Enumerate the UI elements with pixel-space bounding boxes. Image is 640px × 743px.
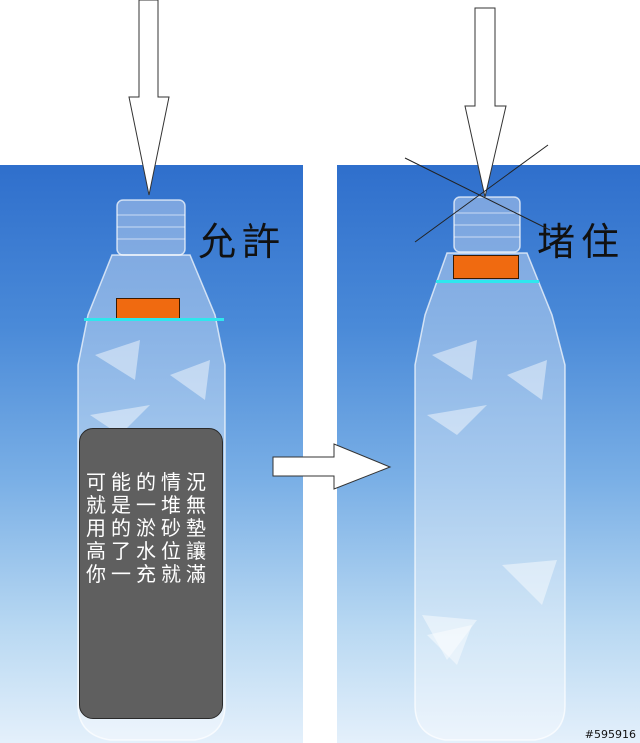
water-bottle-illustration — [414, 196, 566, 741]
plug-block-left — [116, 298, 180, 319]
waterline-right — [436, 280, 539, 283]
blocked-caption: 堵住 — [537, 220, 626, 264]
cross-mark-icon — [404, 144, 551, 243]
down-arrow-right-icon — [464, 7, 507, 198]
plug-block-right — [453, 255, 519, 279]
note-box: 可能的情況 就是一堆無 用的淤砂墊 高了水位讓 你一充就滿 — [79, 428, 223, 719]
left-photo-panel: 允許 可能的情況 就是一堆無 用的淤砂墊 高了水位讓 你一充就滿 — [0, 165, 303, 743]
right-photo-panel: 堵住 — [337, 165, 640, 743]
note-line: 高了水位讓 — [86, 539, 211, 563]
note-line: 用的淤砂墊 — [86, 516, 211, 540]
note-line: 你一充就滿 — [86, 562, 211, 586]
watermark: #595916 — [584, 728, 636, 741]
note-line: 就是一堆無 — [86, 493, 211, 517]
waterline-left — [84, 318, 224, 321]
right-arrow-icon — [272, 443, 392, 490]
note-line: 可能的情況 — [86, 470, 211, 494]
down-arrow-left-icon — [128, 0, 170, 196]
allow-caption: 允許 — [198, 220, 287, 264]
